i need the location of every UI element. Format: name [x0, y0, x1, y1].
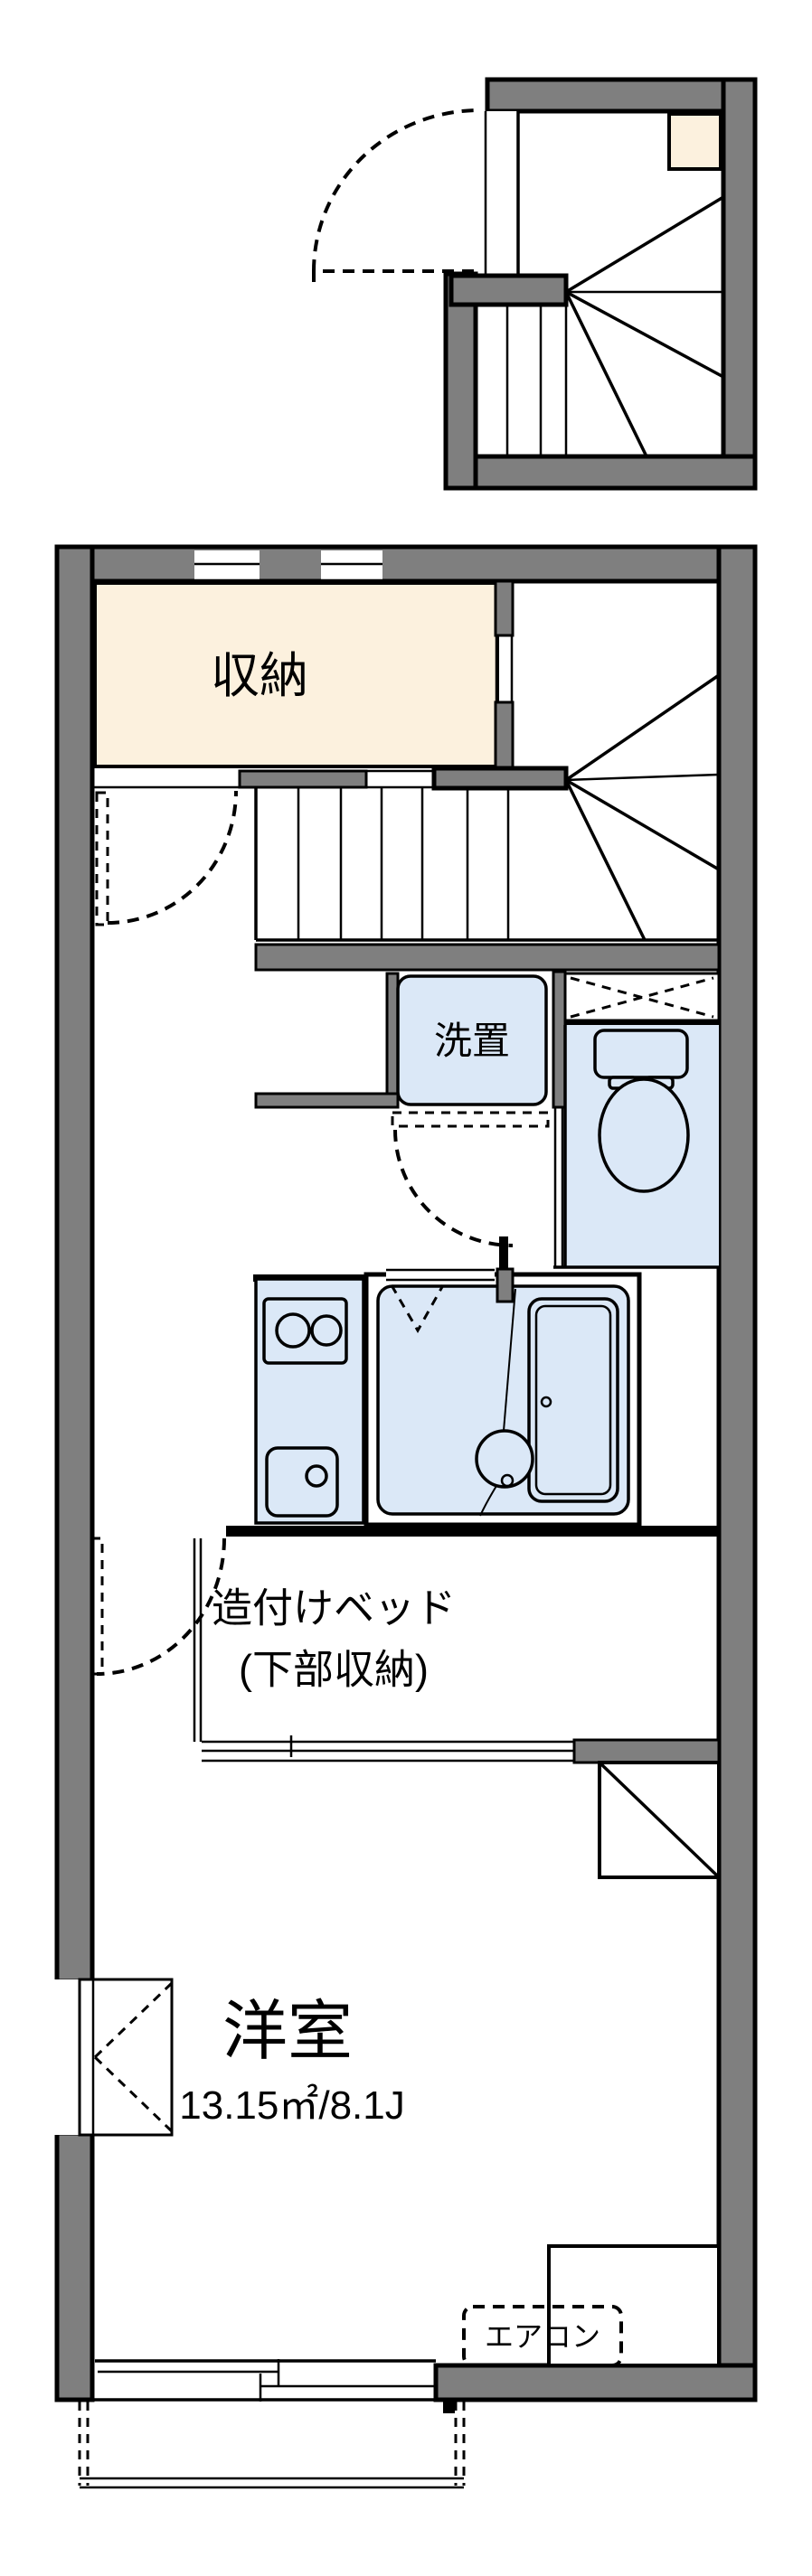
sliding-window — [57, 2359, 436, 2402]
overhead-shelf-box — [563, 972, 721, 1026]
washing-area-line — [503, 1288, 516, 1432]
bath-folding-door — [390, 1284, 445, 1334]
corner-shelf-triangle — [598, 1761, 721, 1879]
sink — [265, 1446, 339, 1518]
wall-right — [716, 544, 758, 2402]
corridor-door-arc — [391, 1111, 550, 1247]
window-top-1 — [194, 550, 260, 582]
kitchen — [253, 1274, 386, 1525]
stair-bottom-wall — [254, 943, 721, 972]
sink-drain — [305, 1464, 328, 1488]
storage-door-arc — [95, 790, 238, 926]
tub-handle — [540, 1396, 552, 1408]
bath-doorway — [386, 1268, 495, 1282]
wall-left-1f — [443, 271, 478, 491]
aircon-label: エアコン — [484, 2320, 601, 2353]
room-door-arc — [90, 1537, 226, 1676]
bathroom — [364, 1267, 642, 1528]
bath-drain — [475, 1429, 534, 1489]
bed-top-wall — [226, 1526, 719, 1537]
storage-room — [92, 579, 569, 926]
wall-bottom-1f — [443, 454, 758, 491]
built-in-bed — [90, 1526, 721, 1879]
entry-channel — [486, 111, 518, 276]
western-room — [54, 1978, 721, 2413]
storage-label: 収納 — [211, 649, 308, 703]
bathtub — [527, 1297, 619, 1503]
casement-window — [54, 1978, 174, 2137]
laundry-label: 洗置 — [433, 1020, 511, 1062]
stair-treads-1f — [505, 305, 568, 456]
shaft-box — [667, 112, 722, 171]
wall-top-1f — [485, 77, 758, 114]
wall-left-lower — [54, 2130, 95, 2402]
wall-right-1f — [721, 77, 758, 491]
alcove-wall-h — [254, 1092, 400, 1109]
door-stop-stub — [499, 1236, 508, 1269]
balcony — [78, 2402, 466, 2489]
wall-bottom — [433, 2363, 758, 2402]
stair-room-outline-1f — [474, 109, 725, 458]
wall-left-upper — [54, 544, 95, 1984]
stair-landing-2f — [431, 766, 569, 791]
toilet-fixture — [593, 1029, 690, 1193]
bed-label-line1: 造付けベッド — [211, 1584, 457, 1631]
aircon-box — [462, 2305, 623, 2367]
staircase-2f — [254, 673, 721, 972]
stair-winders-1f — [564, 195, 724, 457]
stair-winders-2f — [564, 673, 720, 941]
toilet-area — [553, 972, 721, 1269]
washroom-corridor — [254, 970, 567, 1269]
wall-under-storage — [238, 769, 368, 789]
stove — [262, 1297, 348, 1365]
stair-block-1f — [312, 77, 758, 491]
room-label: 洋室 — [222, 1996, 354, 2068]
exterior-walls — [54, 544, 758, 2402]
alcove-wall-v — [385, 972, 400, 1109]
bed-bottom-wall — [572, 1738, 721, 1764]
wall-top — [54, 544, 758, 584]
bath-wall-stub — [496, 1267, 515, 1303]
bed-label-line2: (下部収納) — [239, 1646, 429, 1693]
room-size-label: 13.15㎡/8.1J — [179, 2083, 405, 2128]
window-top-2 — [321, 550, 382, 582]
washer-box — [396, 974, 548, 1106]
stair-treads-2f — [297, 788, 510, 940]
entry-door-arc — [312, 108, 480, 282]
stair-landing-1f — [448, 273, 569, 307]
toilet-divider-wall — [552, 970, 567, 1109]
bed-sliding-door — [202, 1735, 574, 1763]
entry-opening-1f — [484, 111, 520, 276]
wall-corner-post — [443, 2402, 455, 2413]
divider-wall-lower — [494, 700, 515, 773]
divider-wall-upper — [494, 579, 515, 637]
